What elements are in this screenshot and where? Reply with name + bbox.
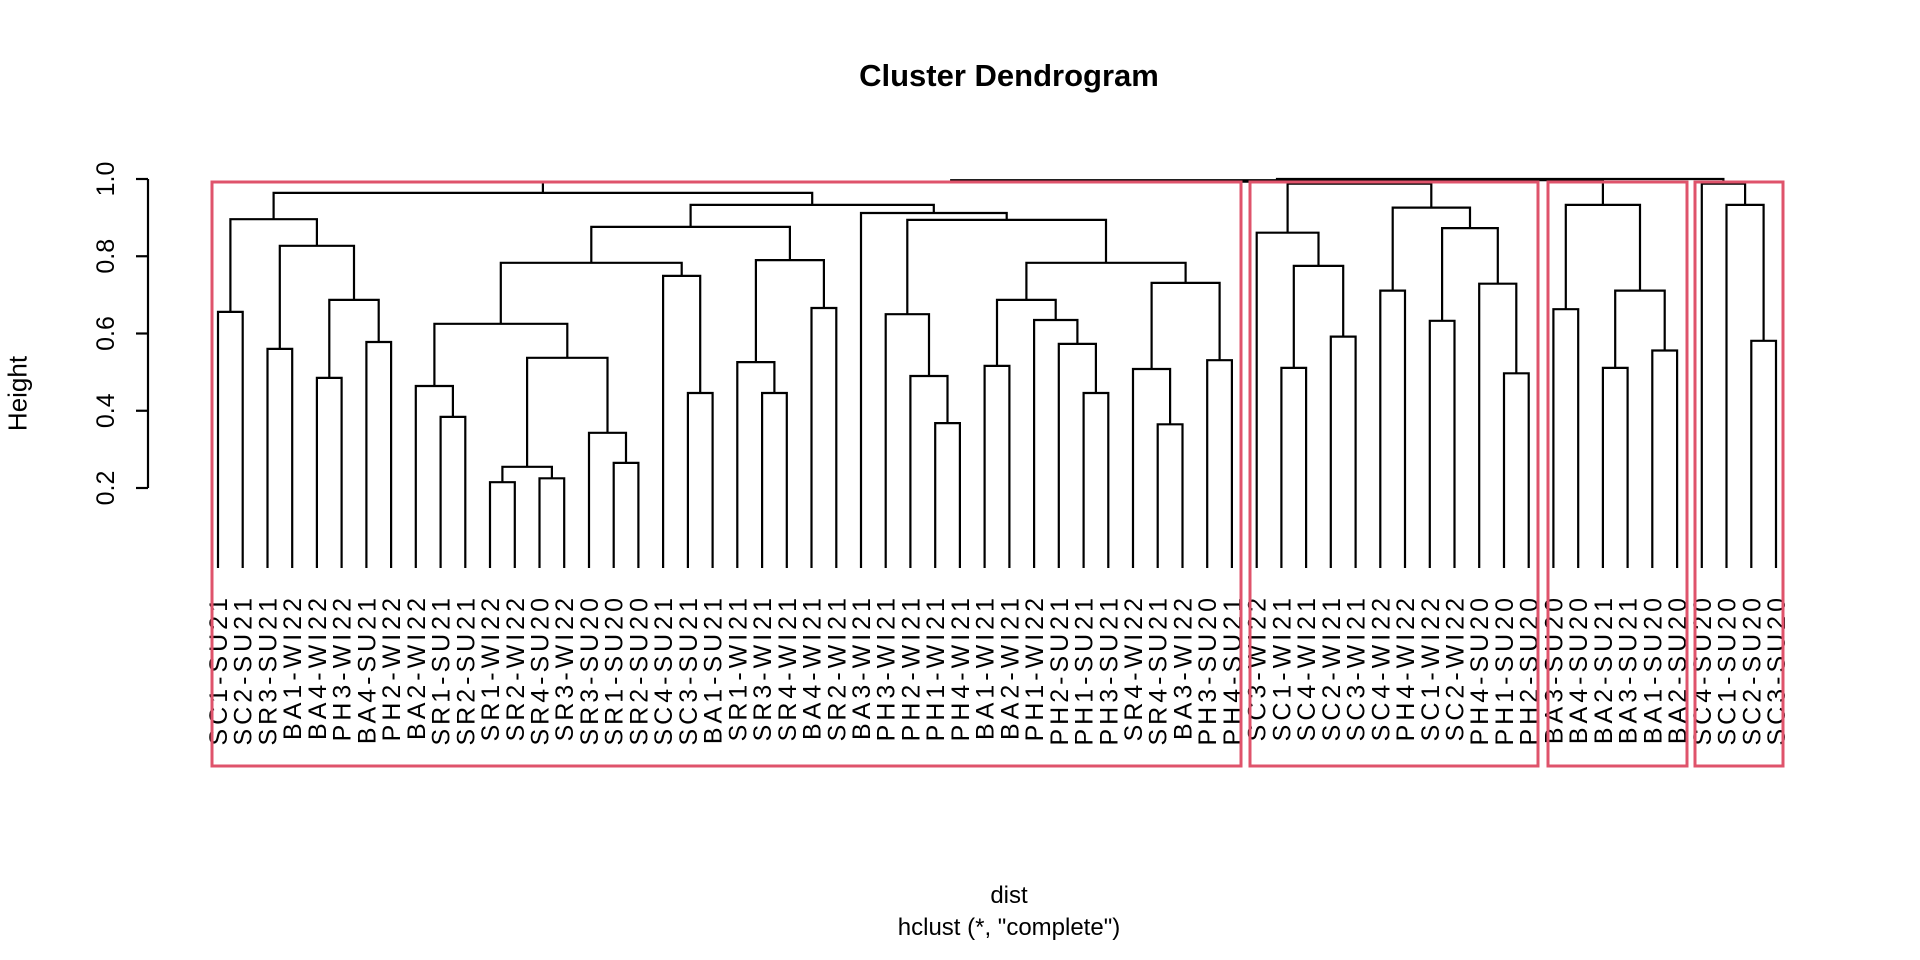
leaf-label: BA2-SU21 (1590, 594, 1618, 744)
y-tick-label: 0.6 (92, 316, 120, 351)
leaf-label: PH3-SU20 (1194, 594, 1222, 746)
leaf-label: PH1-SU20 (1491, 594, 1519, 746)
leaf-label: SC1-WI22 (1417, 594, 1445, 741)
leaf-label: PH2-WI22 (378, 594, 406, 741)
leaf-label: SR2-WI22 (502, 594, 530, 741)
y-tick-label: 0.8 (92, 239, 120, 274)
leaf-label: SR2-SU21 (452, 594, 480, 746)
y-tick-label: 1.0 (92, 162, 120, 197)
leaf-label: SR3-SU21 (254, 594, 282, 746)
leaf-label: SR4-WI22 (1120, 594, 1148, 741)
x-axis-label: dist (990, 882, 1028, 909)
y-tick-label: 0.2 (92, 471, 120, 506)
leaf-label: SR3-WI22 (551, 594, 579, 741)
leaf-label: SC2-SU21 (230, 594, 258, 746)
leaf-label: SR4-SU20 (526, 594, 554, 746)
leaf-label: BA3-SU21 (1615, 594, 1643, 744)
dendrogram-tree-lines (216, 177, 1778, 568)
leaf-label: BA2-WI22 (403, 594, 431, 740)
cluster-box (1248, 180, 1540, 768)
leaf-label: BA4-WI22 (304, 594, 332, 740)
leaf-label: SR4-SU21 (1145, 594, 1173, 746)
leaf-label: BA3-SU20 (1540, 594, 1568, 744)
leaf-label: PH2-SU21 (1046, 594, 1074, 746)
leaf-label: SR2-WI21 (823, 594, 851, 741)
leaf-label: SC3-WI22 (1244, 594, 1272, 741)
leaf-label: SC1-SU20 (1714, 594, 1742, 746)
leaf-label: SC4-WI22 (1367, 594, 1395, 741)
leaf-label: BA2-WI21 (996, 594, 1024, 740)
leaf-label: BA1-WI22 (279, 594, 307, 740)
leaf-label: BA4-WI21 (799, 594, 827, 740)
y-tick-label: 0.4 (92, 393, 120, 428)
leaf-label: BA1-SU21 (700, 594, 728, 744)
leaf-label: SC2-SU20 (1738, 594, 1766, 746)
leaf-label: SC2-WI21 (1318, 594, 1346, 741)
leaf-label: PH4-WI22 (1392, 594, 1420, 741)
hclust-caption: hclust (*, "complete") (897, 914, 1121, 941)
cluster-box (210, 180, 1243, 768)
leaf-label: PH3-WI22 (329, 594, 357, 741)
leaf-label: BA4-SU21 (353, 594, 381, 744)
leaf-label: BA4-SU20 (1565, 594, 1593, 744)
leaf-label: PH1-SU21 (1071, 594, 1099, 746)
leaf-label: PH2-WI21 (897, 594, 925, 741)
leaf-label: PH1-WI22 (1021, 594, 1049, 741)
leaf-label: SR1-WI22 (477, 594, 505, 741)
leaf-label: SC2-WI22 (1442, 594, 1470, 741)
leaf-label: BA1-SU20 (1639, 594, 1667, 744)
leaf-label: SC1-SU21 (205, 594, 233, 746)
leaf-label: SR2-SU20 (625, 594, 653, 746)
leaf-label: BA1-WI21 (972, 594, 1000, 740)
leaf-label: SC4-WI21 (1293, 594, 1321, 741)
leaf-label: SC1-WI21 (1268, 594, 1296, 741)
leaf-label: BA3-WI21 (848, 594, 876, 740)
leaf-label: SC4-SU20 (1689, 594, 1717, 746)
leaf-label: SC3-WI21 (1343, 594, 1371, 741)
leaf-label: SR1-SU21 (428, 594, 456, 746)
leaf-label: PH3-WI21 (873, 594, 901, 741)
leaf-label: SC4-SU21 (650, 594, 678, 746)
leaf-label: BA3-WI22 (1169, 594, 1197, 740)
leaf-label: SR3-WI21 (749, 594, 777, 741)
leaf-label: SC3-SU20 (1763, 594, 1791, 746)
leaf-label: PH4-WI21 (947, 594, 975, 741)
leaf-label: SR1-SU20 (601, 594, 629, 746)
cluster-box (1693, 180, 1785, 768)
leaf-label: PH3-SU21 (1095, 594, 1123, 746)
chart-title: Cluster Dendrogram (859, 58, 1159, 93)
leaf-label: PH4-SU20 (1466, 594, 1494, 746)
leaf-label: PH1-WI21 (922, 594, 950, 741)
leaf-label: SR1-WI21 (724, 594, 752, 741)
leaf-label: SR4-WI21 (774, 594, 802, 741)
cluster-box (1546, 180, 1689, 768)
leaf-label: SC3-SU21 (675, 594, 703, 746)
leaf-label: SR3-SU20 (576, 594, 604, 746)
